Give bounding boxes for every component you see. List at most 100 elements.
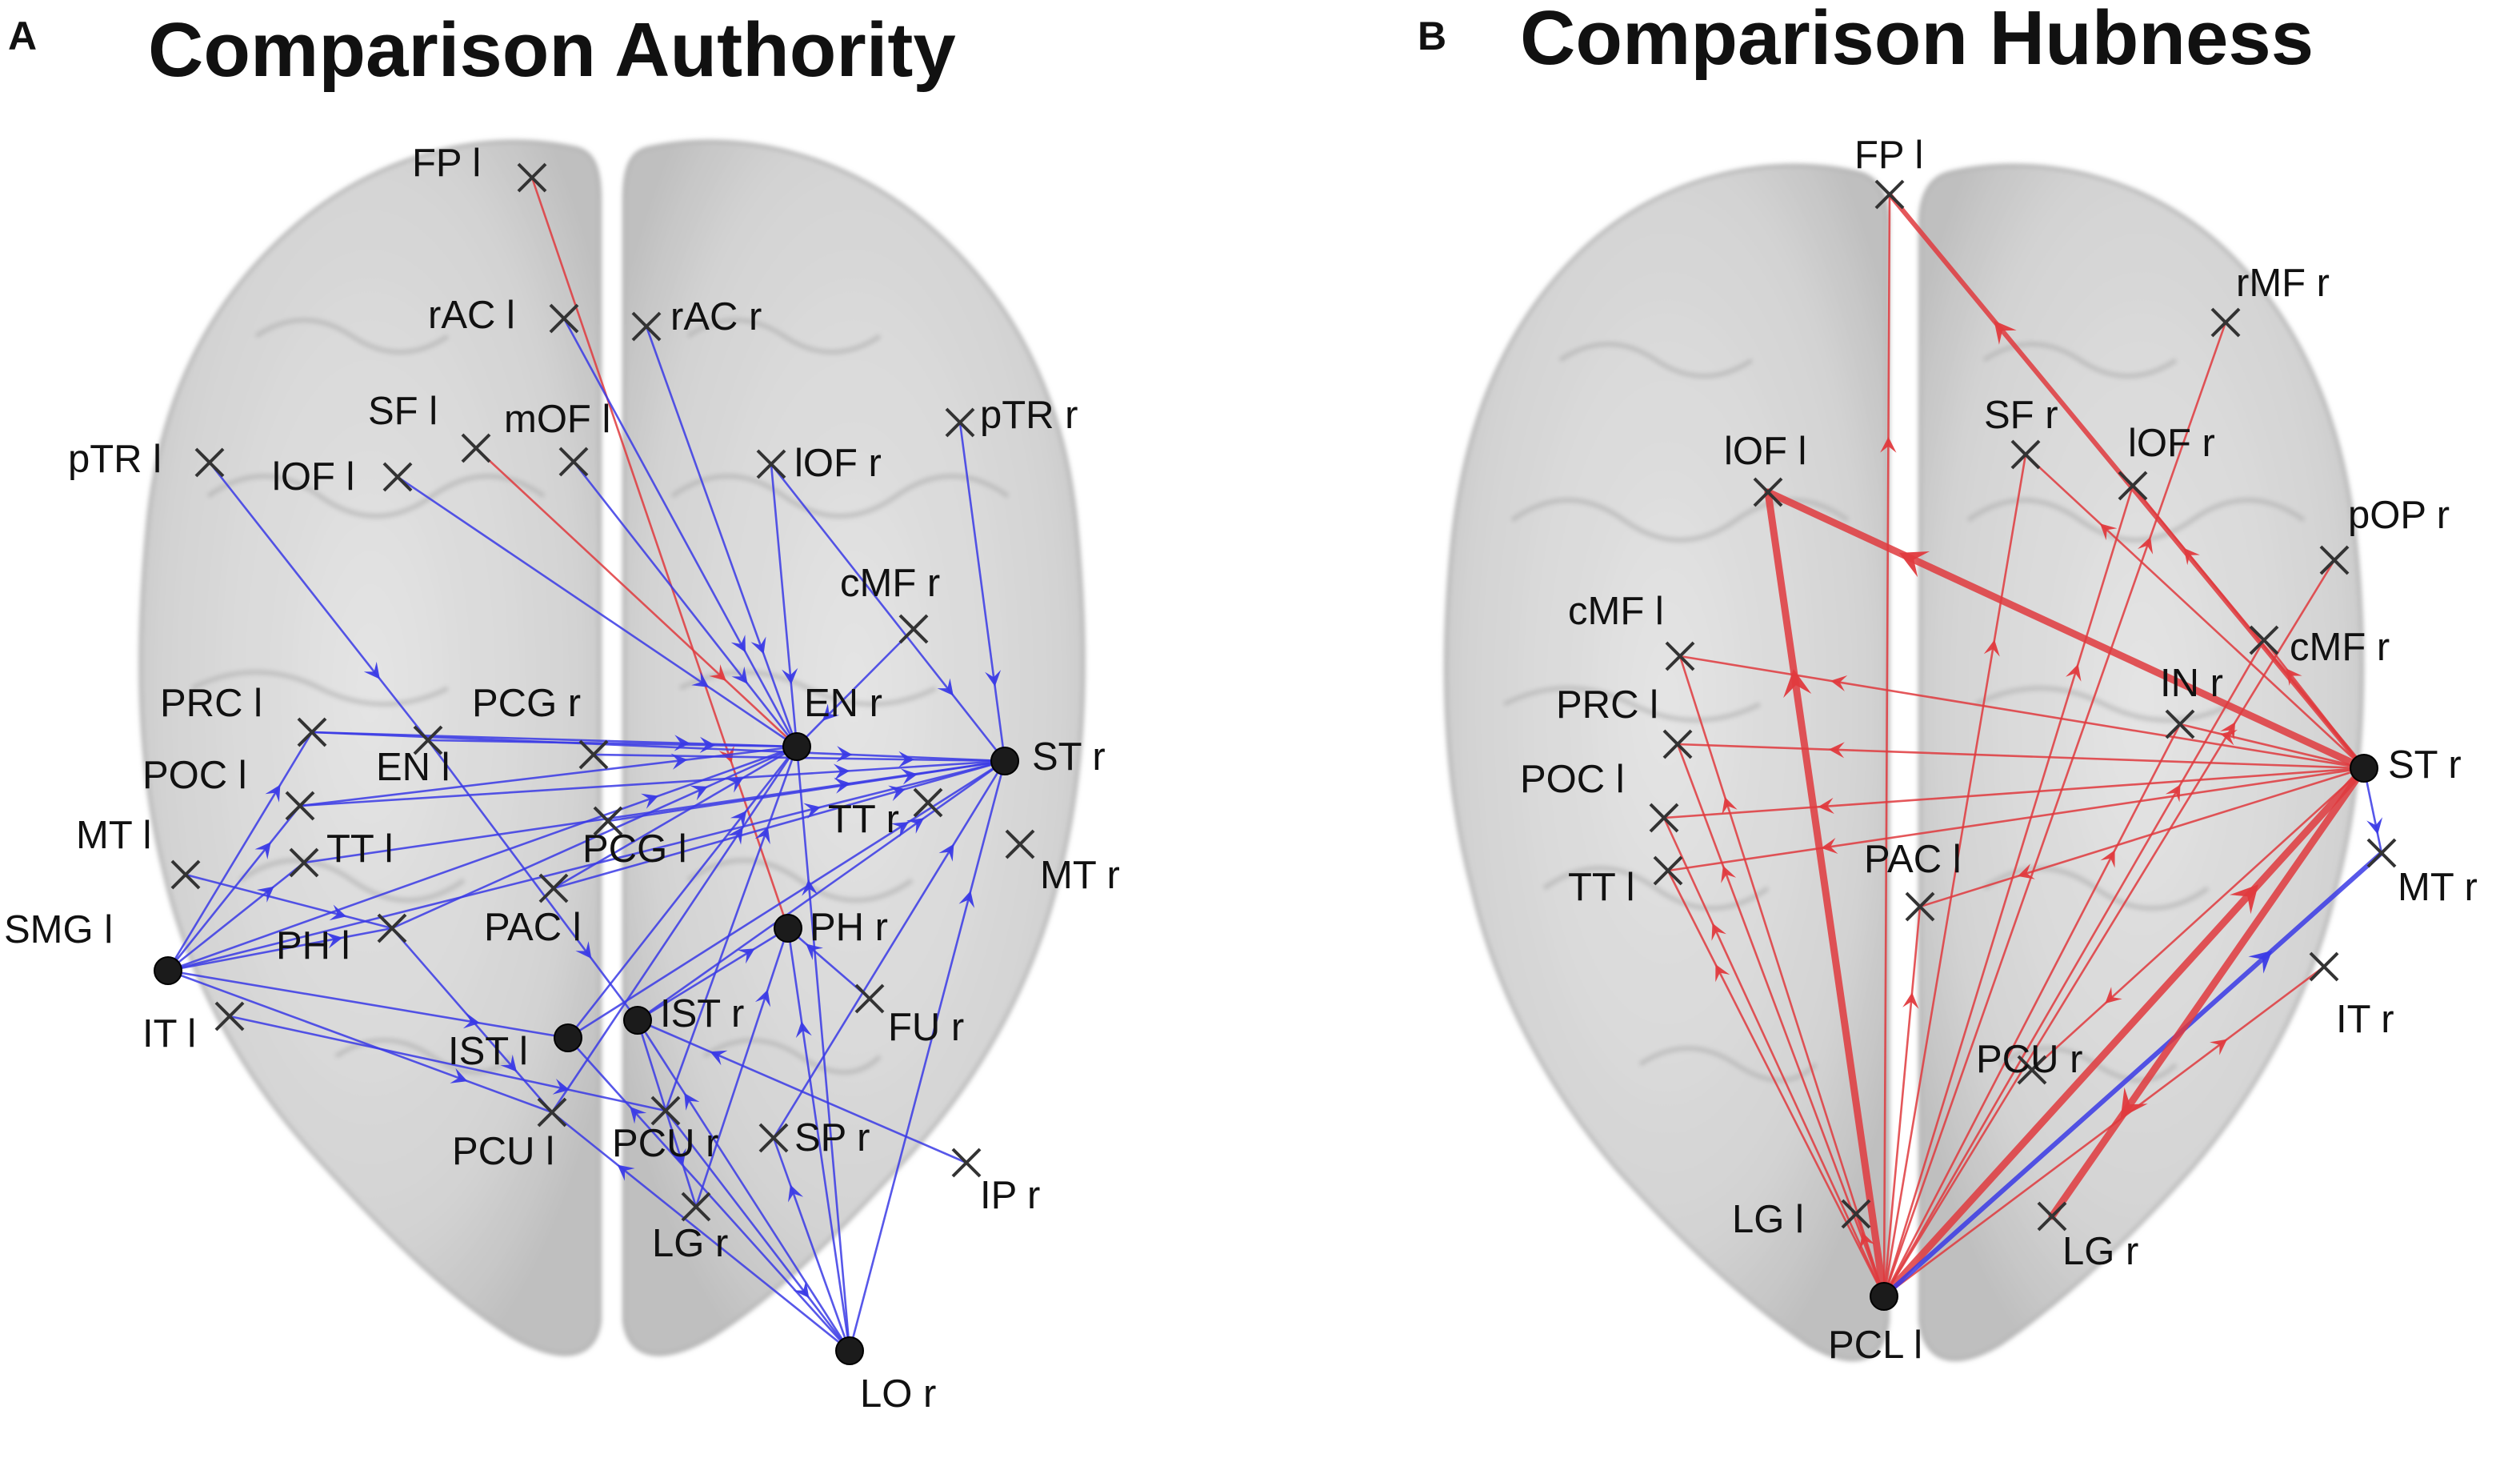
node-cross-marker — [578, 739, 609, 770]
edge-STr-to-cMFr — [2262, 639, 2366, 770]
arrowhead-PCLl-to-INr — [2100, 850, 2115, 868]
node-cross-marker — [898, 614, 929, 644]
arrowhead-SMGl-to-ENr — [641, 793, 659, 809]
node-dot-marker — [1870, 1282, 1898, 1311]
node-label-SFr: SF r — [1984, 394, 2058, 437]
node-cross-marker — [297, 717, 327, 747]
node-dot-marker — [554, 1023, 582, 1052]
edge-MTl-to-PHl — [184, 873, 394, 930]
edge-mOFl-to-ENr — [572, 460, 798, 748]
panel-b-title: Comparison Hubness — [1520, 0, 2314, 81]
node-PCUr: PCU r — [1976, 1038, 2082, 1085]
node-cross-marker — [2319, 545, 2350, 575]
arrowhead-PCLl-to-cMFr — [2165, 784, 2181, 803]
edge-POCl-to-STr — [298, 759, 1006, 807]
node-LGr: LG r — [652, 1192, 728, 1265]
arrowhead-lOFl-to-ENr — [691, 671, 710, 687]
arrowhead-ISTr-to-STr — [906, 818, 924, 834]
edge-LOr-to-ENr — [795, 745, 851, 1352]
node-FPl: FP l — [412, 142, 547, 193]
node-label-POCl: POC l — [1520, 758, 1625, 801]
node-cross-marker — [681, 1192, 711, 1222]
node-label-pTRl: pTR l — [68, 438, 162, 481]
node-label-PACl: PAC l — [1864, 838, 1962, 881]
node-label-PCUl: PCU l — [452, 1130, 554, 1173]
node-cross-marker — [593, 806, 623, 836]
edge-LOr-to-SPr — [772, 1136, 851, 1352]
edge-ITl-to-PCUr — [228, 1015, 667, 1112]
edge-PCLl-to-rMFr — [1882, 321, 2227, 1298]
edge-PCLl-to-POCl — [1662, 816, 1886, 1298]
arrowhead-STr-to-INr — [2220, 729, 2238, 746]
node-MTr: MT r — [2366, 838, 2478, 909]
node-cross-marker — [2249, 625, 2279, 655]
node-cross-marker — [1653, 855, 1683, 886]
node-PHr: PH r — [774, 906, 888, 949]
arrowhead-PCLl-to-PACl — [1902, 992, 1919, 1009]
node-cross-marker — [377, 913, 407, 943]
node-cross-marker — [170, 859, 201, 890]
node-ISTr: IST r — [623, 992, 744, 1035]
node-cross-marker — [194, 447, 225, 478]
edge-PCLl-to-PACl — [1882, 905, 1922, 1298]
arrowhead-PACl-to-STr — [888, 785, 906, 802]
edge-PRCl-to-STr — [310, 731, 1006, 763]
arrowhead-PCLl-to-SFr — [1983, 639, 2000, 657]
node-cross-marker — [2366, 838, 2397, 868]
node-cross-marker — [2118, 471, 2148, 501]
node-lOFr: lOF r — [2118, 422, 2215, 501]
arrowhead-pTRr-to-STr — [985, 670, 1002, 687]
panel-b-brain — [1444, 163, 2364, 1362]
node-cross-marker — [1005, 829, 1035, 859]
node-LGl: LG l — [1732, 1198, 1871, 1241]
node-label-rMFr: rMF r — [2236, 262, 2330, 305]
edge-rACr-to-ENr — [645, 325, 798, 748]
node-label-LOr: LO r — [860, 1372, 936, 1416]
arrowhead-PHl-to-ENr — [690, 785, 708, 801]
node-label-FPl: FP l — [1854, 134, 1923, 177]
edge-STr-to-cMFl — [1678, 655, 2366, 770]
arrowhead-ISTr-to-LGr — [670, 1148, 686, 1166]
edge-STr-to-SFr — [2024, 453, 2366, 770]
arrowhead-POCl-to-ENr — [670, 753, 688, 770]
node-lOFr: lOF r — [756, 442, 882, 485]
arrowhead-LOr-to-PHr — [795, 1021, 812, 1039]
edge-STr-to-lOFr — [2131, 484, 2366, 770]
node-lOFl: lOF l — [1724, 430, 1806, 507]
arrowhead-ENl-to-ISTr — [575, 941, 592, 959]
node-label-PHr: PH r — [810, 906, 888, 949]
node-label-PACl: PAC l — [484, 906, 582, 949]
edge-PCLl-to-cMFr — [1882, 639, 2266, 1298]
node-cMFl: cMF l — [1568, 590, 1695, 671]
arrowhead-STr-to-POCl — [1818, 797, 1834, 815]
arrowhead-LOr-to-ISTr — [684, 1092, 700, 1111]
node-label-INr: IN r — [2160, 662, 2223, 705]
node-label-SMGl: SMG l — [4, 908, 113, 951]
edge-PCGl-to-STr — [606, 759, 1006, 823]
node-label-lOFl: lOF l — [272, 455, 354, 499]
node-label-SFl: SF l — [368, 390, 438, 433]
arrowhead-PCGl-to-STr — [900, 768, 918, 785]
node-label-IPr: IP r — [980, 1174, 1040, 1217]
edge-lOFr-to-ENr — [770, 463, 798, 748]
panel-a-title: Comparison Authority — [148, 7, 956, 93]
edge-PHl-to-ENr — [390, 745, 798, 930]
arrowhead-STr-to-FPl — [1994, 320, 2017, 345]
arrowhead-PACl-to-ENr — [726, 777, 744, 793]
node-SFr: SF r — [1984, 394, 2058, 470]
panel-a-brain — [138, 139, 1086, 1356]
arrowhead-STr-to-cMFr — [2286, 668, 2302, 686]
node-cross-marker — [650, 1096, 681, 1126]
node-lOFl: lOF l — [272, 455, 413, 499]
node-label-lOFr: lOF r — [794, 442, 882, 485]
edge-ISTr-to-PHr — [636, 927, 790, 1022]
node-cross-marker — [913, 787, 943, 818]
node-FPl: FP l — [1854, 134, 1923, 210]
arrowhead-PCLl-to-MTr — [2248, 950, 2273, 974]
arrowhead-PCLl-to-lOFl — [1783, 669, 1812, 699]
edge-PCLl-to-LGl — [1854, 1212, 1886, 1298]
node-pOPr: pOP r — [2319, 494, 2450, 575]
node-PHl: PH l — [276, 913, 407, 967]
